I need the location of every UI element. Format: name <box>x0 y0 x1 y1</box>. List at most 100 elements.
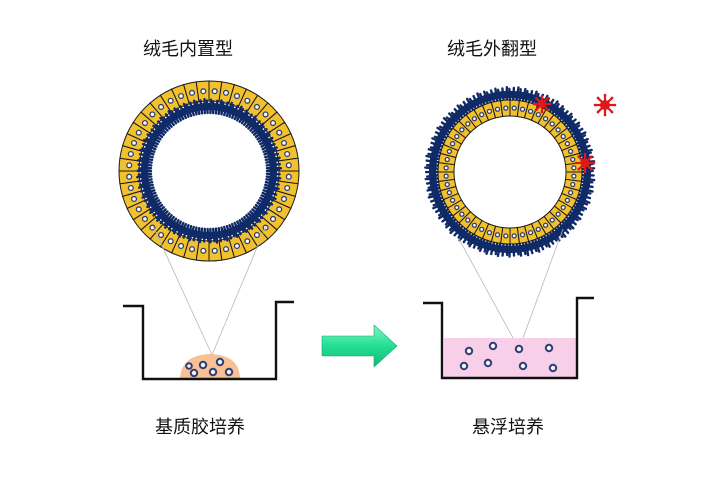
cell-nucleus <box>486 229 493 236</box>
cell-nucleus <box>222 89 230 96</box>
cell-nucleus <box>127 184 134 192</box>
cell-nucleus <box>560 204 566 211</box>
well-outline-left <box>123 300 294 381</box>
cell-nucleus <box>459 127 465 133</box>
cell-nucleus <box>570 156 576 163</box>
cell-nucleus <box>285 173 292 180</box>
transition-arrow <box>321 324 398 368</box>
cell-nucleus <box>285 162 292 169</box>
zoom-lines-right <box>458 228 564 350</box>
apical-out-organoid <box>424 86 596 258</box>
cell-nucleus <box>571 165 577 171</box>
cell-nucleus <box>454 133 460 140</box>
cell-nucleus <box>211 247 218 254</box>
cell-nucleus <box>444 156 450 163</box>
well-outline-right <box>423 296 594 380</box>
cell-nucleus <box>449 197 456 203</box>
cell-nucleus <box>446 189 453 196</box>
cell-nucleus <box>262 111 269 118</box>
cell-nucleus <box>149 224 156 231</box>
pathogen-icon <box>574 152 596 174</box>
cell-nucleus <box>284 150 291 158</box>
cell-nucleus <box>188 89 196 96</box>
cell-nucleus <box>560 133 566 140</box>
matrigel-culture-label: 基质胶培养 <box>155 417 245 438</box>
cell-nucleus <box>222 246 230 253</box>
cell-nucleus <box>211 88 218 95</box>
cell-nucleus <box>564 197 571 203</box>
cell-nucleus <box>126 162 133 169</box>
cell-nucleus <box>284 184 291 192</box>
cell-nucleus <box>549 121 555 127</box>
cell-nucleus <box>567 148 574 155</box>
cell-nucleus <box>446 148 453 155</box>
pathogen-icon <box>532 94 552 114</box>
cell-nucleus <box>519 232 526 238</box>
cell-nucleus <box>149 111 156 118</box>
cell-nucleus <box>126 173 133 180</box>
cell-nucleus <box>244 238 251 245</box>
cell-nucleus <box>253 103 260 111</box>
cell-nucleus <box>188 246 196 253</box>
cell-nucleus <box>519 106 526 112</box>
cell-nucleus <box>443 165 449 171</box>
cell-nucleus <box>494 232 501 238</box>
cell-nucleus <box>542 116 549 122</box>
cell-nucleus <box>280 195 288 203</box>
cell-nucleus <box>130 139 138 147</box>
cell-nucleus <box>459 211 465 217</box>
cell-nucleus <box>479 226 485 233</box>
cell-nucleus <box>511 105 517 111</box>
matrigel-well <box>123 300 294 381</box>
dome-organoids <box>185 357 234 378</box>
cell-nucleus <box>535 226 541 233</box>
cell-nucleus <box>200 88 207 95</box>
cell-nucleus <box>567 189 574 196</box>
cell-nucleus <box>465 217 471 223</box>
apical-out-cell-layer <box>437 99 583 245</box>
cell-nucleus <box>167 238 174 245</box>
cell-nucleus <box>269 215 277 222</box>
cell-nucleus <box>471 116 478 122</box>
cell-nucleus <box>244 97 251 104</box>
cell-nucleus <box>233 92 241 100</box>
cell-nucleus <box>542 222 549 228</box>
cell-nucleus <box>449 141 456 147</box>
cell-nucleus <box>564 141 571 147</box>
cell-nucleus <box>443 173 449 179</box>
cell-nucleus <box>527 229 534 236</box>
cell-nucleus <box>177 92 185 100</box>
cell-nucleus <box>571 173 577 179</box>
apical-in-title: 绒毛内置型 <box>143 39 233 60</box>
cell-nucleus <box>127 150 134 158</box>
suspension-medium <box>444 338 577 378</box>
cell-nucleus <box>549 217 555 223</box>
cell-nucleus <box>454 204 460 211</box>
cell-nucleus <box>555 211 561 217</box>
zoom-lines-left <box>152 225 267 356</box>
cell-nucleus <box>200 247 207 254</box>
cell-nucleus <box>511 233 517 239</box>
cell-nucleus <box>280 139 288 147</box>
apical-in-cell-layer <box>118 80 300 262</box>
cell-nucleus <box>471 222 478 228</box>
cell-nucleus <box>269 120 277 127</box>
cell-nucleus <box>130 195 138 203</box>
cell-nucleus <box>177 242 185 250</box>
cell-nucleus <box>465 121 471 127</box>
cell-nucleus <box>555 127 561 133</box>
cell-nucleus <box>135 129 142 136</box>
cell-nucleus <box>167 97 174 104</box>
cell-nucleus <box>486 108 493 115</box>
cell-nucleus <box>276 206 283 213</box>
pathogen-icon <box>593 93 617 117</box>
pathogen-group <box>532 93 617 174</box>
apical-out-title: 绒毛外翻型 <box>447 39 537 60</box>
cell-nucleus <box>233 242 241 250</box>
suspended-organoids <box>459 341 558 373</box>
suspension-well <box>423 296 594 380</box>
cell-nucleus <box>444 181 450 188</box>
cell-nucleus <box>527 108 534 115</box>
cell-nucleus <box>503 233 509 239</box>
apical-in-organoid <box>118 80 300 262</box>
